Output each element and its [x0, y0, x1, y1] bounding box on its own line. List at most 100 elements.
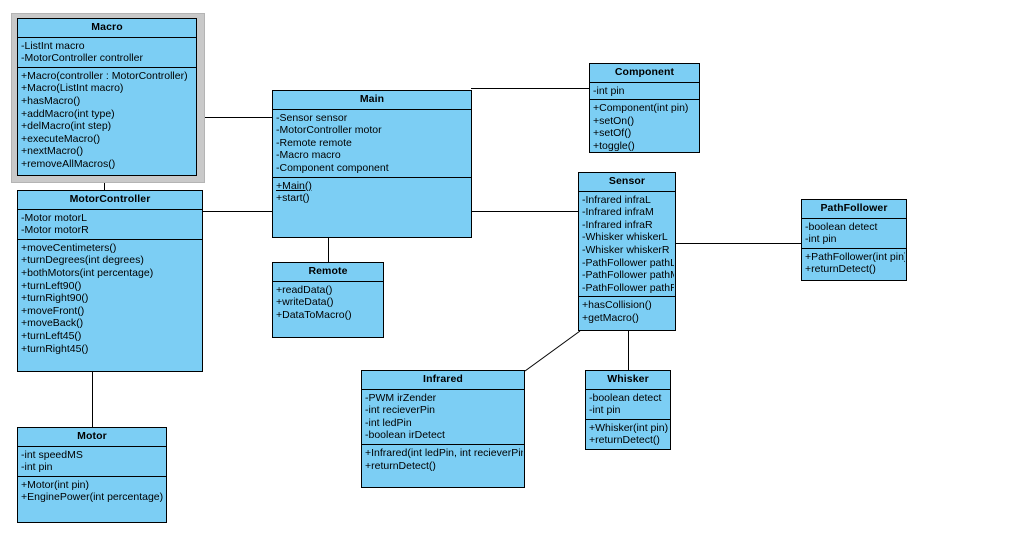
- attribute-row: -int pin: [589, 404, 621, 417]
- class-attributes-sensor: -Infrared infraL -Infrared infraM -Infra…: [579, 192, 675, 298]
- class-box-motor[interactable]: Motor -int speedMS -int pin +Motor(int p…: [17, 427, 167, 523]
- operation-row: +Component(int pin): [593, 102, 689, 115]
- attribute-row: -Infrared infraL: [582, 193, 651, 206]
- attribute-row: -PWM irZender: [365, 391, 437, 404]
- class-attributes-component: -int pin: [590, 83, 699, 101]
- class-title-component: Component: [590, 64, 699, 83]
- operation-row: +Whisker(int pin): [589, 421, 669, 434]
- association-motorcontroller-motor: [92, 372, 93, 427]
- operation-row: +readData(): [276, 283, 333, 296]
- operation-row: +PathFollower(int pin): [805, 250, 905, 263]
- attribute-row: -Macro macro: [276, 149, 341, 162]
- attribute-row: -ListInt macro: [21, 39, 85, 52]
- class-box-sensor[interactable]: Sensor -Infrared infraL -Infrared infraM…: [578, 172, 676, 331]
- operation-row: +hasMacro(): [21, 94, 81, 107]
- attribute-row: -MotorController controller: [21, 52, 143, 65]
- attribute-row: -int pin: [805, 233, 837, 246]
- class-title-pathfollower: PathFollower: [802, 200, 906, 219]
- class-operations-infrared: +Infrared(int ledPin, int recieverPin) +…: [362, 445, 524, 487]
- class-box-whisker[interactable]: Whisker -boolean detect -int pin +Whiske…: [585, 370, 671, 450]
- class-operations-pathfollower: +PathFollower(int pin) +returnDetect(): [802, 249, 906, 280]
- operation-row: +delMacro(int step): [21, 120, 112, 133]
- operation-row: +getMacro(): [582, 311, 639, 324]
- class-title-infrared: Infrared: [362, 371, 524, 390]
- attribute-row: -Component component: [276, 161, 389, 174]
- class-title-sensor: Sensor: [579, 173, 675, 192]
- class-box-remote[interactable]: Remote +readData() +writeData() +DataToM…: [272, 262, 384, 338]
- operation-row: +Motor(int pin): [21, 478, 89, 491]
- class-attributes-whisker: -boolean detect -int pin: [586, 390, 670, 420]
- operation-row: +nextMacro(): [21, 145, 84, 158]
- operation-row: +moveCentimeters(): [21, 241, 117, 254]
- attribute-row: -Infrared infraR: [582, 218, 653, 231]
- operation-row: +turnLeft45(): [21, 329, 82, 342]
- class-box-main[interactable]: Main -Sensor sensor -MotorController mot…: [272, 90, 472, 238]
- attribute-row: -Sensor sensor: [276, 111, 348, 124]
- association-macro-motorcontroller: [104, 178, 105, 190]
- association-sensor-pathfollower: [676, 243, 801, 244]
- operation-row: +returnDetect(): [365, 459, 436, 472]
- attribute-row: -int ledPin: [365, 416, 412, 429]
- operation-row: +bothMotors(int percentage): [21, 266, 154, 279]
- association-main-remote: [328, 238, 329, 262]
- operation-row: +Macro(controller : MotorController): [21, 69, 188, 82]
- class-operations-main: +Main() +start(): [273, 178, 471, 237]
- attribute-row: -Remote remote: [276, 136, 352, 149]
- attribute-row: -PathFollower pathL: [582, 256, 674, 269]
- operation-row: +DataToMacro(): [276, 308, 352, 321]
- attribute-row: -Motor motorR: [21, 224, 89, 237]
- association-macro-main: [195, 117, 273, 118]
- class-operations-whisker: +Whisker(int pin) +returnDetect(): [586, 420, 670, 449]
- attribute-row: -PathFollower pathR: [582, 281, 674, 294]
- operation-row: +removeAllMacros(): [21, 157, 116, 170]
- attribute-row: -int pin: [21, 461, 53, 474]
- attribute-row: -boolean detect: [589, 391, 662, 404]
- attribute-row: -boolean detect: [805, 220, 878, 233]
- operation-row: +returnDetect(): [805, 263, 876, 276]
- class-box-infrared[interactable]: Infrared -PWM irZender -int recieverPin …: [361, 370, 525, 488]
- operation-row: +addMacro(int type): [21, 107, 115, 120]
- attribute-row: -Infrared infraM: [582, 206, 654, 219]
- operation-row: +moveFront(): [21, 304, 85, 317]
- class-box-motorcontroller[interactable]: MotorController -Motor motorL -Motor mot…: [17, 190, 203, 372]
- class-attributes-macro: -ListInt macro -MotorController controll…: [18, 38, 196, 68]
- class-attributes-motor: -int speedMS -int pin: [18, 447, 166, 477]
- class-attributes-pathfollower: -boolean detect -int pin: [802, 219, 906, 249]
- class-title-remote: Remote: [273, 263, 383, 282]
- association-main-component: [471, 88, 589, 89]
- operation-row: +turnRight45(): [21, 342, 89, 355]
- class-title-main: Main: [273, 91, 471, 110]
- class-operations-component: +Component(int pin) +setOn() +setOf() +t…: [590, 100, 699, 154]
- class-attributes-infrared: -PWM irZender -int recieverPin -int ledP…: [362, 390, 524, 445]
- operation-row: +returnDetect(): [589, 434, 660, 447]
- operation-row: +moveBack(): [21, 317, 84, 330]
- operation-row: +start(): [276, 192, 310, 205]
- attribute-row: -PathFollower pathM: [582, 269, 674, 282]
- attribute-row: -int pin: [593, 84, 625, 97]
- attribute-row: -int recieverPin: [365, 404, 436, 417]
- class-title-macro: Macro: [18, 19, 196, 38]
- operation-row: +Macro(ListInt macro): [21, 82, 124, 95]
- class-attributes-main: -Sensor sensor -MotorController motor -R…: [273, 110, 471, 178]
- class-title-motor: Motor: [18, 428, 166, 447]
- class-operations-sensor: +hasCollision() +getMacro(): [579, 297, 675, 330]
- operation-row: +setOn(): [593, 114, 635, 127]
- operation-row: +writeData(): [276, 296, 334, 309]
- association-motorcontroller-main: [203, 211, 273, 212]
- class-operations-motorcontroller: +moveCentimeters() +turnDegrees(int degr…: [18, 240, 202, 371]
- operation-row-static: +Main(): [276, 179, 312, 192]
- attribute-row: -Motor motorL: [21, 211, 87, 224]
- attribute-row: -Whisker whiskerR: [582, 243, 670, 256]
- operation-row: +turnLeft90(): [21, 279, 82, 292]
- operation-row: +turnDegrees(int degrees): [21, 254, 144, 267]
- class-box-pathfollower[interactable]: PathFollower -boolean detect -int pin +P…: [801, 199, 907, 281]
- class-operations-motor: +Motor(int pin) +EnginePower(int percent…: [18, 477, 166, 522]
- class-title-whisker: Whisker: [586, 371, 670, 390]
- class-box-component[interactable]: Component -int pin +Component(int pin) +…: [589, 63, 700, 153]
- association-sensor-whisker: [628, 330, 629, 370]
- attribute-row: -MotorController motor: [276, 124, 382, 137]
- class-box-macro[interactable]: Macro -ListInt macro -MotorController co…: [17, 18, 197, 176]
- operation-row: +turnRight90(): [21, 292, 89, 305]
- operation-row: +hasCollision(): [582, 299, 652, 312]
